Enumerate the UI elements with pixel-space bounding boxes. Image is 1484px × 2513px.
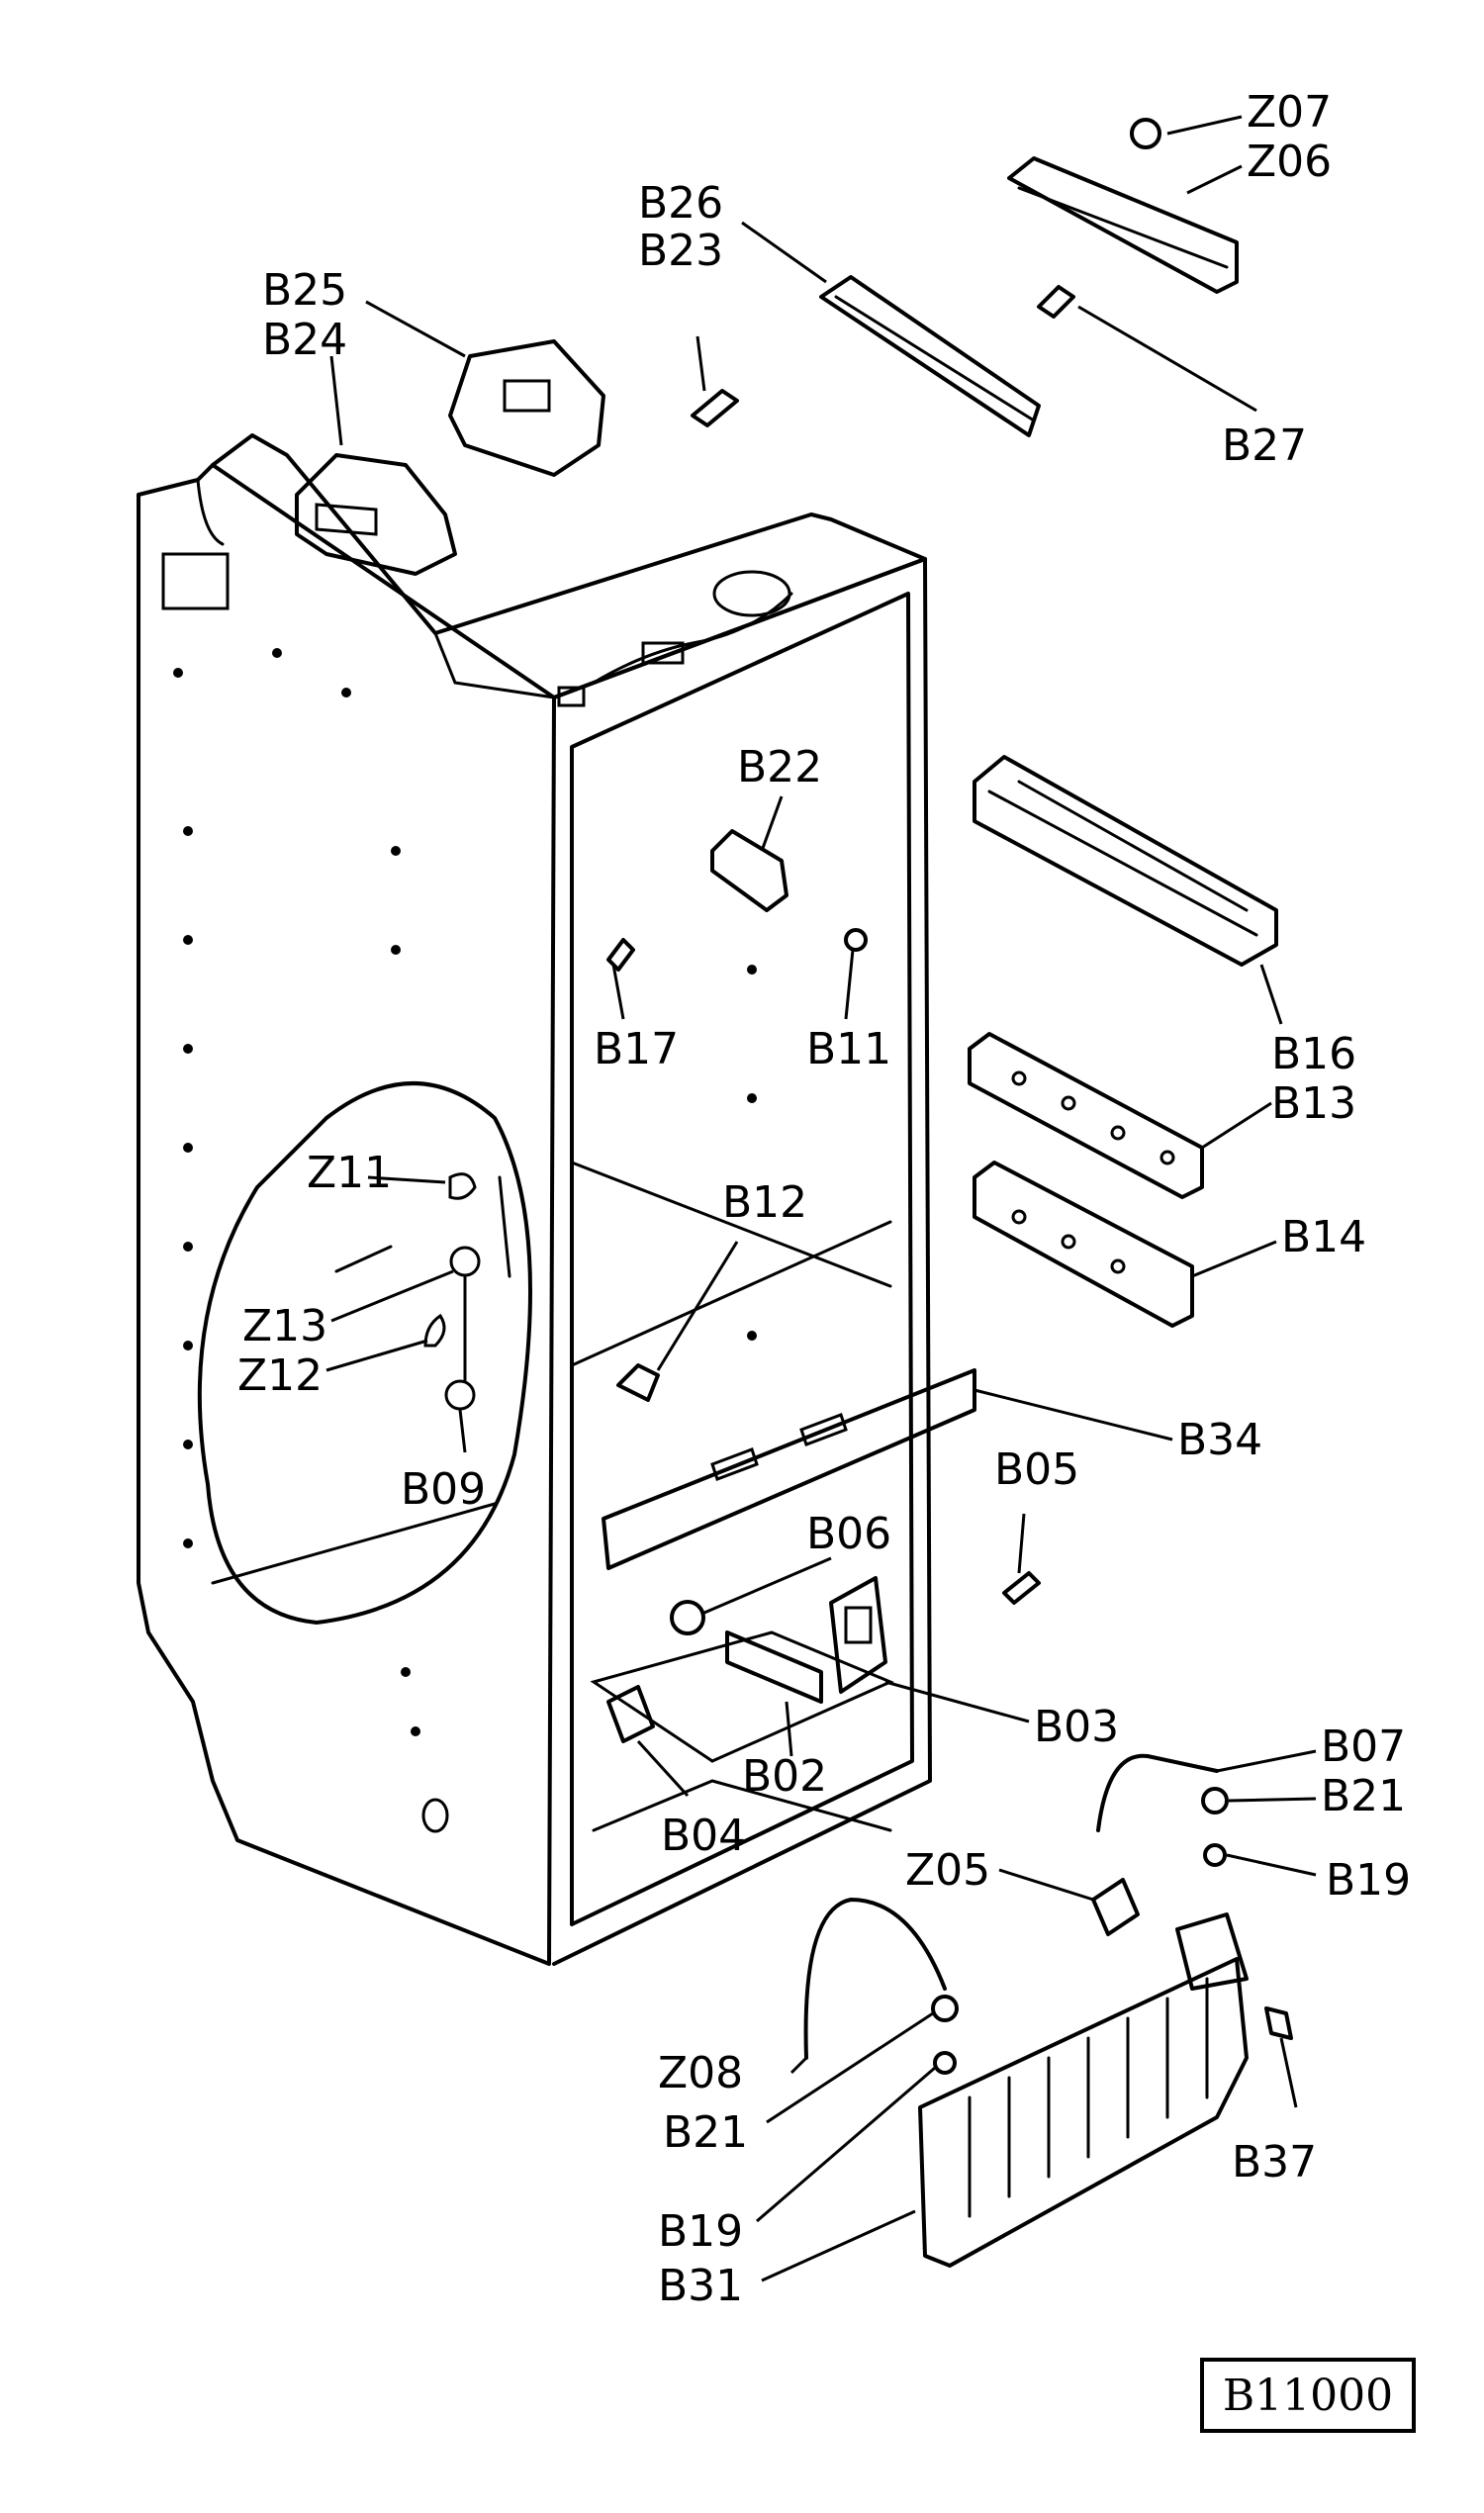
label-z05: Z05 — [905, 1845, 990, 1896]
label-b14: B14 — [1281, 1212, 1366, 1262]
part-b13-rail — [968, 1032, 1204, 1199]
label-b22: B22 — [737, 742, 822, 792]
diagram-code: B11000 — [1222, 2370, 1394, 2421]
label-b21a: B21 — [1321, 1771, 1406, 1821]
part-b03-bracket — [829, 1576, 887, 1694]
label-b27: B27 — [1222, 420, 1307, 471]
part-b02-bracket — [725, 1630, 823, 1704]
leader-lines — [325, 115, 1317, 2282]
part-b27-screw — [1037, 285, 1075, 319]
part-z05-valve — [1091, 1878, 1140, 1936]
part-z07-clip — [1130, 118, 1161, 149]
part-b05-screw — [1002, 1571, 1041, 1605]
part-b31-panel — [918, 1912, 1249, 2268]
label-b07: B07 — [1321, 1722, 1406, 1772]
part-b07-tube — [1096, 1753, 1219, 1832]
label-z07: Z07 — [1247, 87, 1332, 138]
part-b25-bracket — [448, 339, 605, 477]
refrigerator-cabinet — [137, 433, 932, 1966]
part-b21-fitting-a — [1201, 1787, 1229, 1815]
label-z08: Z08 — [658, 2048, 743, 2098]
part-b12-clip — [616, 1363, 660, 1402]
label-b31: B31 — [658, 2261, 743, 2311]
label-b04: B04 — [661, 1811, 746, 1861]
label-b21b: B21 — [663, 2107, 748, 2158]
label-b23: B23 — [638, 226, 723, 276]
label-z11: Z11 — [307, 1148, 392, 1198]
label-b19b: B19 — [658, 2206, 743, 2257]
label-b34: B34 — [1177, 1415, 1262, 1465]
label-b06: B06 — [806, 1509, 891, 1559]
label-z12: Z12 — [237, 1350, 323, 1401]
part-b14-rail — [973, 1161, 1194, 1328]
label-z06: Z06 — [1247, 137, 1332, 187]
part-b26-rail — [819, 275, 1041, 437]
label-b25: B25 — [262, 265, 347, 316]
label-z13: Z13 — [242, 1301, 327, 1351]
part-b34-cover — [602, 1368, 976, 1570]
part-b16-shelf — [973, 755, 1278, 967]
label-b12: B12 — [722, 1177, 807, 1228]
part-b23-screw — [691, 389, 739, 427]
part-b37-screw — [1264, 2006, 1293, 2040]
part-b11-screw — [844, 928, 868, 952]
detail-circle — [197, 1081, 532, 1625]
label-b03: B03 — [1034, 1702, 1119, 1752]
mounting-holes — [173, 648, 757, 1736]
label-b02: B02 — [742, 1751, 827, 1802]
part-b22-bracket — [710, 829, 788, 912]
label-b05: B05 — [994, 1444, 1079, 1495]
part-b04-block — [606, 1685, 655, 1743]
part-z06-rail — [1007, 156, 1239, 294]
label-b24: B24 — [262, 315, 347, 365]
label-b17: B17 — [594, 1024, 679, 1074]
part-b24-housing — [295, 453, 457, 576]
part-b19-fitting-a — [1203, 1843, 1227, 1867]
part-b06-clip — [670, 1600, 705, 1635]
label-b16: B16 — [1271, 1029, 1356, 1079]
label-b09: B09 — [401, 1464, 486, 1515]
part-b21-fitting-b — [931, 1995, 959, 2022]
part-z08-tube — [803, 1898, 947, 2060]
label-b26: B26 — [638, 178, 723, 229]
label-b13: B13 — [1271, 1078, 1356, 1129]
diagram-code-box: B11000 — [1200, 2358, 1416, 2433]
label-b19a: B19 — [1326, 1855, 1411, 1906]
label-b37: B37 — [1232, 2137, 1317, 2187]
part-labels: Z07 Z06 B26 B23 B25 B24 B27 B22 B17 B11 … — [237, 87, 1411, 2311]
label-b11: B11 — [806, 1024, 891, 1074]
part-b19-fitting-b — [933, 2051, 957, 2075]
